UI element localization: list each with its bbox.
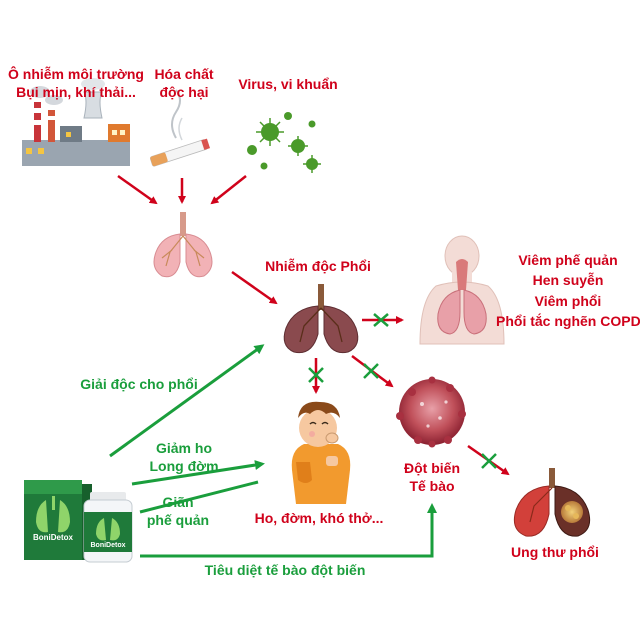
cause-pollution-line1: Ô nhiễm môi trường: [8, 66, 144, 82]
bonidetox-product-icon: [24, 480, 133, 563]
respiratory-system-icon: [419, 235, 505, 345]
benefit-bronch-line1: Giãn: [162, 494, 194, 510]
healthy-lungs-icon: [153, 212, 213, 278]
product-box-name: BoniDetox: [33, 533, 73, 542]
arrow-lungs-to-infected: [231, 270, 278, 305]
cause-virus-line1: Virus, vi khuẩn: [238, 76, 338, 92]
benefit-cough-label: Giảm ho Long đờm: [144, 440, 224, 475]
arrow-pollution-to-lungs: [117, 174, 158, 205]
block-mark-diseases: [373, 313, 389, 327]
benefit-cough-line1: Giảm ho: [155, 440, 212, 456]
mutation-line1: Đột biến: [404, 460, 460, 476]
disease-list: Viêm phế quản Hen suyễn Viêm phổi Phổi t…: [496, 250, 640, 331]
cause-chemicals-label: Hóa chất độc hại: [144, 66, 224, 101]
arrow-virus-to-lungs: [210, 175, 247, 205]
disease-item: Viêm phổi: [534, 292, 602, 309]
cause-pollution-label: Ô nhiễm môi trường Bụi mịn, khí thải...: [0, 66, 152, 101]
block-mark-cancer: [481, 453, 497, 469]
infected-lungs-label: Nhiễm độc Phổi: [265, 258, 371, 274]
product-bottle-name: BoniDetox: [90, 542, 126, 549]
benefit-bronch-label: Giãn phế quản: [140, 494, 216, 529]
benefit-bronch-line2: phế quản: [146, 511, 210, 528]
disease-item: Phổi tắc nghẽn COPD: [496, 312, 640, 329]
arrow-bronchodilate: [139, 480, 259, 514]
factory-icon: [22, 78, 130, 166]
cause-virus-label: Virus, vi khuẩn: [232, 76, 344, 94]
infected-lungs-icon: [283, 284, 359, 354]
symptoms-label: Ho, đờm, khó thở...: [254, 510, 384, 526]
arrow-detox: [109, 344, 265, 458]
cigarette-icon: [149, 89, 211, 167]
benefit-kill-label: Tiêu diệt tế bào đột biến: [204, 562, 366, 578]
cause-pollution-line2: Bụi mịn, khí thải...: [16, 83, 136, 100]
arrow-reduce-cough: [131, 460, 265, 486]
disease-item: Viêm phế quản: [518, 252, 618, 268]
benefit-detox-label: Giải độc cho phổi: [80, 376, 198, 392]
mutated-cell-icon: [396, 376, 466, 448]
mutation-label: Đột biến Tế bào: [392, 460, 472, 495]
block-mark-symptoms: [308, 367, 324, 383]
coughing-boy-icon: [291, 401, 351, 504]
virus-icon: [247, 112, 321, 173]
cancer-lungs-icon: [513, 468, 591, 537]
cause-chemicals-line2: độc hại: [159, 83, 209, 100]
disease-item: Hen suyễn: [532, 272, 604, 289]
arrow-kill-mutated-cells: [140, 503, 437, 558]
block-mark-mutation: [363, 363, 379, 379]
cause-chemicals-line1: Hóa chất: [154, 66, 214, 82]
mutation-line2: Tế bào: [409, 477, 455, 494]
benefit-cough-line2: Long đờm: [149, 457, 219, 474]
cancer-label: Ung thư phổi: [511, 544, 599, 560]
